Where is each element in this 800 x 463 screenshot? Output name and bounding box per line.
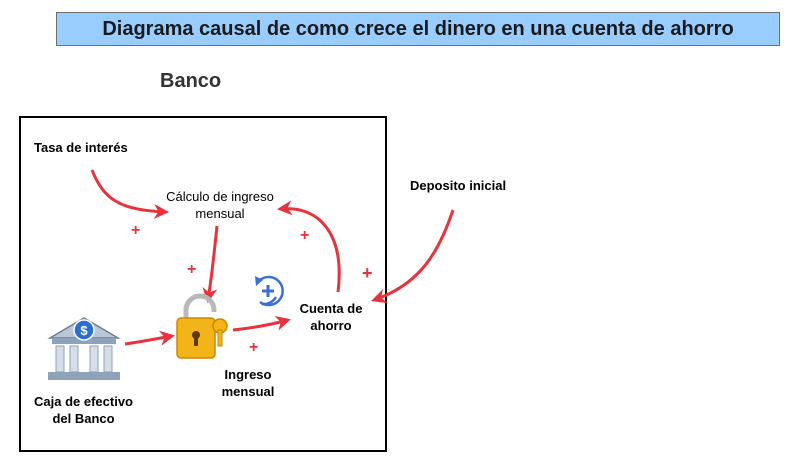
link-ingreso-to-cuenta	[232, 315, 291, 332]
node-caja-de-efectivo: Caja de efectivo del Banco	[34, 394, 133, 426]
link-cuenta-to-calculo	[277, 200, 341, 293]
polarity-plus-calculo: +	[187, 261, 197, 278]
polarity-plus-ingreso: +	[249, 339, 259, 356]
link-calculo-to-ingreso	[202, 225, 219, 303]
node-cuenta-de-ahorro: Cuenta de ahorro	[299, 301, 363, 333]
polarity-plus-tasa: +	[131, 222, 141, 239]
polarity-plus-cuenta: +	[300, 227, 310, 244]
link-tasa-to-calculo	[90, 169, 169, 219]
svg-text:$: $	[80, 323, 88, 338]
node-calculo-ingreso-mensual: Cálculo de ingreso mensual	[166, 189, 274, 221]
link-deposito-to-cuenta	[371, 209, 455, 304]
diagram-title: Diagrama causal de como crece el dinero …	[56, 12, 780, 46]
bank-region-label: Banco	[160, 70, 222, 92]
padlock-icon	[176, 293, 228, 359]
node-ingreso-mensual: Ingreso mensual	[221, 367, 275, 399]
polarity-plus-deposito: +	[362, 263, 373, 283]
bank-building-icon: $	[47, 317, 121, 380]
reinforcing-loop-icon	[255, 275, 284, 307]
bank-boundary	[19, 116, 387, 452]
link-caja-to-ingreso	[124, 330, 175, 346]
node-deposito-inicial: Deposito inicial	[410, 178, 507, 193]
node-tasa-de-interes: Tasa de interés	[34, 140, 128, 155]
